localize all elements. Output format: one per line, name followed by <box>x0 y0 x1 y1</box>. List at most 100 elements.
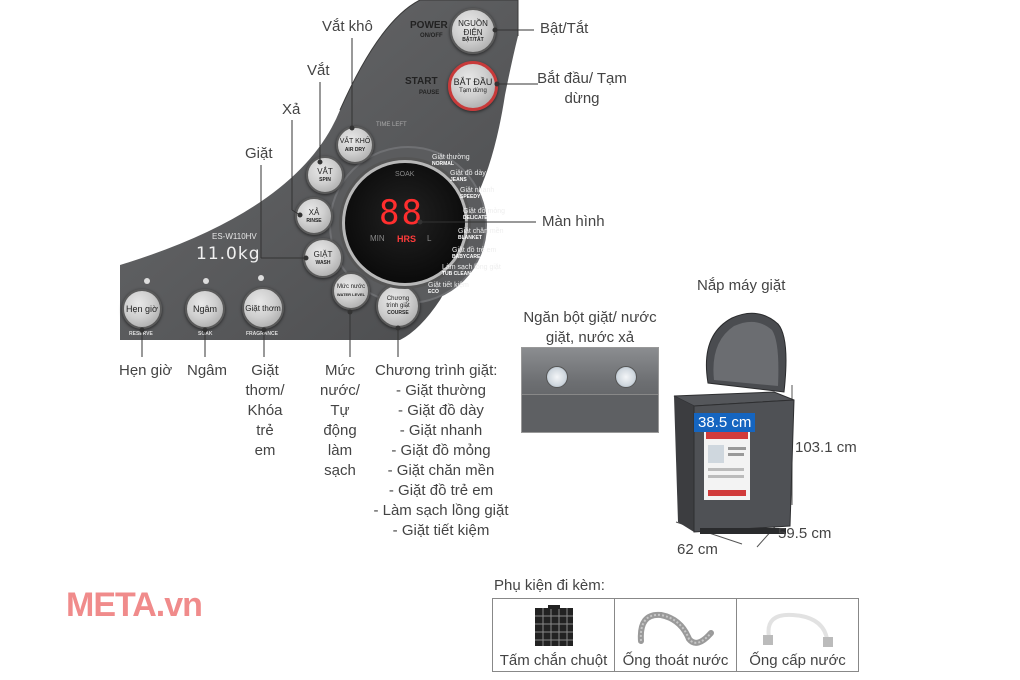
power-button[interactable]: NGUỒN ĐIỆN BẬT/TẮT <box>450 8 496 54</box>
start-en-sub: PAUSE <box>419 90 440 96</box>
wash-en: WASH <box>315 260 331 266</box>
accessory-item: Ống thoát nước <box>615 599 737 671</box>
course-list-item: - Giặt đồ dày <box>398 402 484 419</box>
start-button-label: BẮT ĐẦU <box>453 77 493 87</box>
wash-label: GIẶT <box>313 250 333 259</box>
course-list-item: - Giặt thường <box>396 382 486 399</box>
air-dry-en: AIR DRY <box>344 147 366 153</box>
meta-logo: META.vn <box>66 586 203 624</box>
start-pause-button[interactable]: BẮT ĐẦU Tạm dừng <box>448 61 498 111</box>
capacity-label: 11.0kg <box>196 244 261 264</box>
air-dry-button[interactable]: VẮT KHÔ AIR DRY <box>336 126 374 164</box>
accessories-title: Phụ kiện đi kèm: <box>494 577 605 594</box>
inlet-hose-icon <box>762 612 833 647</box>
drawer-cup-right <box>615 366 637 388</box>
dimension-depth: 38.5 cm <box>694 413 756 432</box>
spin-label: VẮT <box>317 167 333 176</box>
accessory-name: Ống thoát nước <box>622 652 729 669</box>
wash-button[interactable]: GIẶT WASH <box>303 238 343 278</box>
water-level-en: WATER LEVEL <box>336 292 366 297</box>
spin-button[interactable]: VẮT SPIN <box>306 156 344 194</box>
drawer-label: Ngăn bột giặt/ nước giặt, nước xả <box>523 309 657 346</box>
callout-wash: Giặt <box>245 145 273 162</box>
power-en-label: POWER <box>410 20 448 31</box>
washing-machine-illustration <box>673 312 795 534</box>
lid-label: Nắp máy giặt <box>697 277 786 294</box>
start-en-label: START <box>405 76 438 87</box>
time-left-label: TIME LEFT <box>376 122 407 128</box>
timer-en: RESERVE <box>129 331 153 337</box>
course-en: COURSE <box>387 309 409 316</box>
dimension-side: 59.5 cm <box>778 525 832 542</box>
power-en-sub: ON/OFF <box>420 33 443 39</box>
callout-soak: Ngâm <box>187 362 228 379</box>
timer-label: Hẹn giờ <box>126 303 158 314</box>
course-list-item: - Giặt đồ trẻ em <box>388 482 494 499</box>
accessory-name: Tấm chắn chuột <box>499 652 608 669</box>
course-list-item: - Giặt chăn mền <box>387 462 495 479</box>
course-list: - Giặt thường - Giặt đồ dày - Giặt nhanh… <box>366 381 516 541</box>
course-list-item: - Giặt nhanh <box>399 422 483 439</box>
timer-button[interactable]: Hẹn giờ <box>122 289 162 329</box>
callout-rinse: Xả <box>282 101 301 118</box>
drawer-cup-left <box>546 366 568 388</box>
display-min: MIN <box>370 234 385 243</box>
accessory-name: Ống cấp nước <box>749 652 846 669</box>
soak-button[interactable]: Ngâm <box>185 289 225 329</box>
panel-background <box>120 0 519 340</box>
detergent-drawer-photo <box>521 347 659 433</box>
power-button-label: NGUỒN ĐIỆN <box>458 18 488 37</box>
callout-spin: Vắt <box>307 62 330 79</box>
accessories-table: Tấm chắn chuột Ống thoát nước Ống cấp nư… <box>492 598 859 672</box>
callout-fragrance: Giặt thơm/ Khóa trẻ em <box>245 362 285 459</box>
callout-course-title: Chương trình giặt: <box>375 362 498 379</box>
lcd-display: SOAK 88 MIN HRS L <box>342 160 468 286</box>
callout-air-dry: Vắt khô <box>322 18 373 35</box>
display-soak: SOAK <box>395 171 415 178</box>
course-label: Chương trình giặt <box>386 295 410 309</box>
rinse-button[interactable]: XẢ RINSE <box>295 197 333 235</box>
control-panel: POWER ON/OFF START PAUSE ES-W110HV 11.0k… <box>120 0 519 340</box>
callout-timer: Hẹn giờ <box>119 362 173 379</box>
accessory-item: Tấm chắn chuột <box>493 599 615 671</box>
soak-en: SOAK <box>198 331 213 337</box>
fragrance-label: Giặt thơm <box>245 303 281 313</box>
display-l: L <box>427 234 432 243</box>
course-list-item: - Giặt tiết kiệm <box>392 522 490 539</box>
drain-hose-icon <box>637 611 714 646</box>
course-list-item: - Làm sạch lồng giặt <box>373 502 509 519</box>
display-hrs: HRS <box>397 234 417 244</box>
dimension-width: 62 cm <box>677 541 718 558</box>
model-number: ES-W110HV <box>212 232 257 241</box>
callout-start: Bắt đầu/ Tạm dừng <box>537 70 627 107</box>
callout-power: Bật/Tắt <box>540 20 589 37</box>
start-button-sub: Tạm dừng <box>459 88 487 94</box>
callout-display: Màn hình <box>542 213 605 230</box>
accessory-item: Ống cấp nước <box>737 599 858 671</box>
soak-label: Ngâm <box>192 303 217 314</box>
air-dry-label: VẮT KHÔ <box>339 138 371 145</box>
fragrance-en: FRAGRANCE <box>246 331 278 337</box>
fragrance-button[interactable]: Giặt thơm <box>242 287 284 329</box>
rinse-label: XẢ <box>308 208 320 217</box>
callout-water: Mức nước/ Tự động làm sạch <box>320 362 360 479</box>
water-level-button[interactable]: Mức nước WATER LEVEL <box>332 272 370 310</box>
power-button-sub: BẬT/TẮT <box>462 36 484 43</box>
dimension-height: 103.1 cm <box>795 439 857 456</box>
rat-guard-icon <box>534 605 573 646</box>
course-button[interactable]: Chương trình giặt COURSE <box>376 284 420 328</box>
course-list-item: - Giặt đồ mỏng <box>391 442 491 459</box>
display-digits: 88 <box>379 193 424 233</box>
rinse-en: RINSE <box>306 218 322 224</box>
water-level-label: Mức nước <box>337 284 365 290</box>
drawer-front <box>522 394 658 432</box>
spin-en: SPIN <box>319 177 331 183</box>
